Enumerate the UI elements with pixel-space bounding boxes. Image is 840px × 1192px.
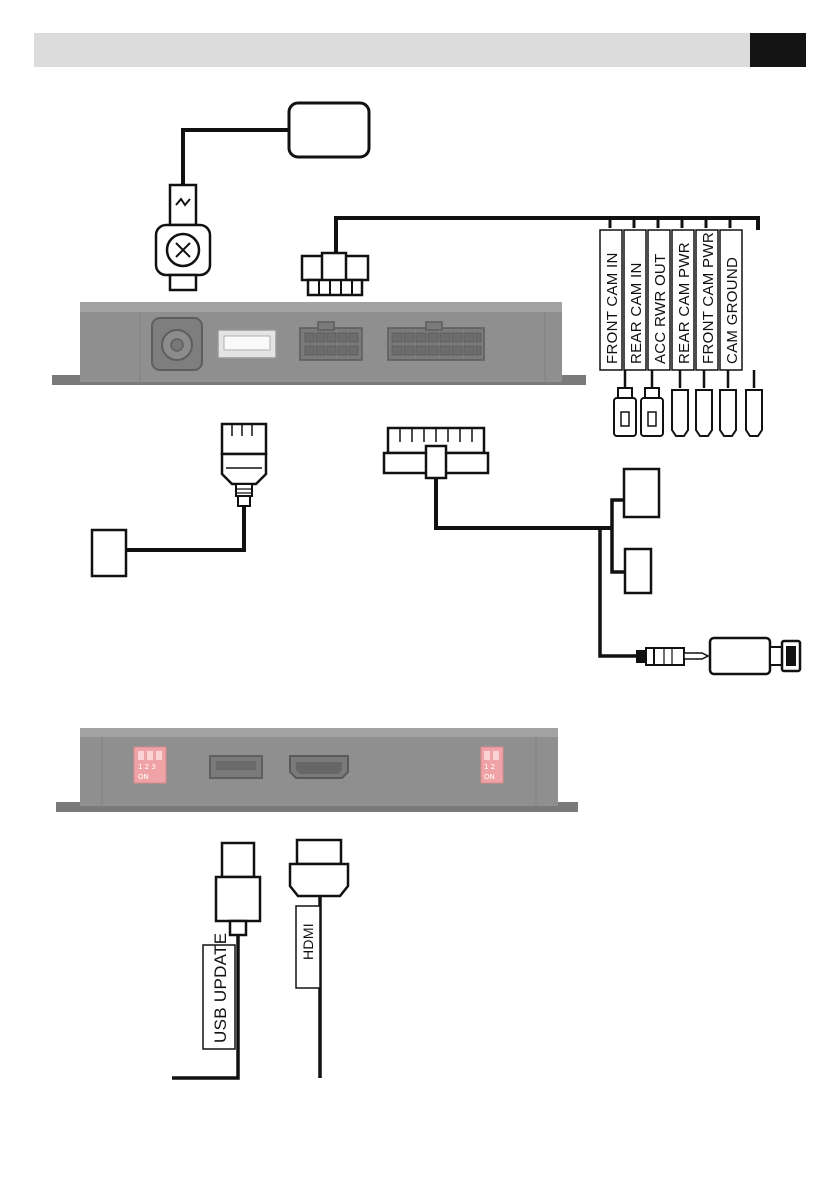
- dip-switch-left-icon: 1 2 3 ON: [134, 747, 166, 783]
- main-harness-plug: [384, 428, 659, 656]
- wire-label-front-cam-in: FRONT CAM IN: [604, 252, 621, 364]
- interface-module-rear: 1 2 3 ON 1 2 ON: [56, 728, 578, 812]
- white-plug-cable: [92, 424, 266, 576]
- hdmi-label: HDMI: [300, 923, 316, 960]
- antenna-box: [289, 103, 369, 157]
- ten-pin-socket-icon: [300, 322, 362, 360]
- spade-terminals: [672, 390, 762, 436]
- dip-switch-right-icon: 1 2 ON: [481, 747, 503, 783]
- rca-front-cam-in-icon: [614, 388, 636, 436]
- wire-label-front-cam-pwr: FRONT CAM PWR: [700, 232, 717, 364]
- usb-port-icon: [210, 756, 262, 778]
- audio-jack-icon: [636, 648, 708, 665]
- antenna-cable: [183, 103, 369, 185]
- rca-rear-cam-in-icon: [641, 388, 663, 436]
- dip-right-on-label: ON: [484, 773, 495, 781]
- fakra-connector-icon: [156, 185, 210, 290]
- wire-label-rear-cam-pwr: REAR CAM PWR: [676, 242, 693, 364]
- wire-label-acc-rwr-out: ACC RWR OUT: [652, 253, 669, 364]
- sixteen-pin-socket-icon: [388, 322, 484, 360]
- dip-right-numbers: 1 2: [484, 763, 495, 771]
- fakra-socket-icon: [152, 318, 202, 370]
- harness-box-1: [624, 469, 659, 517]
- usb-update-label: USB UPDATE: [211, 933, 230, 1043]
- dip-left-numbers: 1 2 3: [138, 763, 156, 771]
- harness-box-2: [625, 549, 651, 593]
- wire-label-rear-cam-in: REAR CAM IN: [628, 262, 645, 364]
- wire-label-cam-ground: CAM GROUND: [724, 257, 741, 364]
- hdmi-cable: HDMI: [290, 840, 348, 1078]
- dip-left-on-label: ON: [138, 773, 149, 781]
- usb-update-cable: USB UPDATE: [172, 843, 260, 1078]
- white-socket-icon: [218, 330, 276, 358]
- interface-module-front: [52, 302, 586, 385]
- hdmi-port-icon: [290, 756, 348, 778]
- usb-stick-icon: [710, 638, 800, 674]
- white-plug-box: [92, 530, 126, 576]
